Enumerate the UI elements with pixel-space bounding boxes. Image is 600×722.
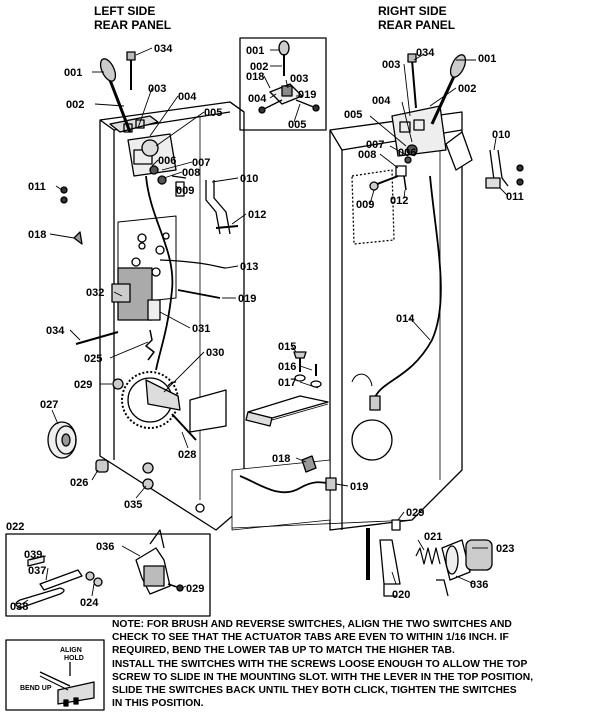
note-line-5: SCREW TO SLIDE IN THE MOUNTING SLOT. WIT… — [112, 671, 534, 683]
callout-left-031: 031 — [192, 323, 210, 335]
callout-right-003: 003 — [382, 59, 400, 71]
callout-right-002: 002 — [458, 83, 476, 95]
align-label: ALIGN — [60, 647, 82, 654]
callout-right-019: 019 — [350, 481, 368, 493]
callout-inset-001: 001 — [246, 45, 264, 57]
callout-inset-003: 003 — [290, 73, 308, 85]
callout-right-009: 009 — [356, 199, 374, 211]
note-line-2: CHECK TO SEE THAT THE ACTUATOR TABS ARE … — [112, 632, 509, 644]
left-housing — [47, 51, 245, 531]
callout-br-023: 023 — [496, 543, 514, 555]
callout-box-039: 039 — [24, 549, 42, 561]
callout-box-024: 024 — [80, 597, 99, 609]
callout-box-022: 022 — [6, 521, 24, 533]
installation-note: NOTE: FOR BRUSH AND REVERSE SWITCHES, AL… — [112, 618, 596, 710]
alignment-inset — [5, 639, 105, 711]
callout-box-029: 029 — [186, 583, 204, 595]
callout-left-007: 007 — [192, 157, 210, 169]
callout-left-008: 008 — [182, 167, 200, 179]
callout-right-010: 010 — [492, 129, 510, 141]
callout-left-035: 035 — [124, 499, 142, 511]
callout-left-009: 009 — [176, 185, 194, 197]
callout-left-006: 006 — [158, 155, 176, 167]
hold-label: HOLD — [64, 655, 84, 662]
callout-left-034: 034 — [154, 43, 173, 55]
callout-inset-019: 019 — [298, 89, 316, 101]
callout-right-008: 008 — [358, 149, 376, 161]
note-line-1: NOTE: FOR BRUSH AND REVERSE SWITCHES, AL… — [112, 619, 512, 630]
right-housing — [245, 53, 524, 531]
callout-right-017: 017 — [278, 377, 296, 389]
note-line-6: SLIDE THE SWITCHES BACK UNTIL THEY BOTH … — [112, 685, 517, 697]
right-side-title: RIGHT SIDE — [378, 4, 447, 18]
callout-right-007: 007 — [366, 139, 384, 151]
callout-left-019: 019 — [238, 293, 256, 305]
callout-left-034b: 034 — [46, 325, 65, 337]
callout-left-004: 004 — [178, 91, 197, 103]
callout-inset-002: 002 — [250, 61, 268, 73]
left-side-title: LEFT SIDE — [94, 4, 156, 18]
callout-box-036: 036 — [96, 541, 114, 553]
callout-left-029: 029 — [74, 379, 92, 391]
callout-right-001: 001 — [478, 53, 496, 65]
callout-right-015: 015 — [278, 341, 296, 353]
leader-lines — [21, 47, 509, 605]
callout-inset-004: 004 — [248, 93, 267, 105]
callout-box-038: 038 — [10, 601, 28, 613]
callout-left-030: 030 — [206, 347, 224, 359]
callout-right-006: 006 — [398, 147, 416, 159]
bend-up-label: BEND UP — [20, 685, 52, 692]
switch-actuator-group — [366, 519, 493, 597]
note-line-4: INSTALL THE SWITCHES WITH THE SCREWS LOO… — [112, 658, 528, 670]
note-line-7: IN THIS POSITION. — [112, 698, 204, 710]
switch-inset-box — [239, 37, 327, 131]
callout-right-014: 014 — [396, 313, 415, 325]
callout-right-018: 018 — [272, 453, 290, 465]
left-panel-title: REAR PANEL — [94, 18, 172, 32]
callout-right-004: 004 — [372, 95, 391, 107]
callout-left-003: 003 — [148, 83, 166, 95]
callout-left-025: 025 — [84, 353, 102, 365]
callout-left-011: 011 — [28, 181, 46, 193]
base-cable — [231, 455, 413, 531]
callout-left-026: 026 — [70, 477, 88, 489]
callout-right-034: 034 — [416, 47, 435, 59]
callout-right-005: 005 — [344, 109, 362, 121]
note-line-3: REQUIRED, BEND THE LOWER TAB UP TO MATCH… — [112, 645, 455, 657]
callout-left-028: 028 — [178, 449, 196, 461]
callout-left-027: 027 — [40, 399, 58, 411]
callout-left-005: 005 — [204, 107, 222, 119]
callout-left-013: 013 — [240, 261, 258, 273]
left-side-header: LEFT SIDE REAR PANEL — [94, 4, 171, 32]
callout-left-018: 018 — [28, 229, 46, 241]
callout-box-037: 037 — [28, 565, 46, 577]
callout-left-012: 012 — [248, 209, 266, 221]
callout-left-032: 032 — [86, 287, 104, 299]
callout-right-011: 011 — [506, 191, 524, 203]
callout-labels: 034 001 003 002 004 005 006 007 008 009 … — [6, 43, 524, 613]
callout-right-012: 012 — [390, 195, 408, 207]
callout-br-029: 029 — [406, 507, 424, 519]
callout-br-036: 036 — [470, 579, 488, 591]
callout-br-021: 021 — [424, 531, 442, 543]
callout-left-002: 002 — [66, 99, 84, 111]
callout-inset-018: 018 — [246, 71, 264, 83]
bracket-inset-box — [5, 529, 211, 617]
alignment-inset-labels: ALIGN HOLD BEND UP — [20, 647, 84, 692]
right-panel-title: REAR PANEL — [378, 18, 456, 32]
callout-left-001: 001 — [64, 67, 82, 79]
callout-left-010: 010 — [240, 173, 258, 185]
callout-br-020: 020 — [392, 589, 410, 601]
callout-inset-005: 005 — [288, 119, 306, 131]
callout-right-016: 016 — [278, 361, 296, 373]
right-side-header: RIGHT SIDE REAR PANEL — [378, 4, 455, 32]
